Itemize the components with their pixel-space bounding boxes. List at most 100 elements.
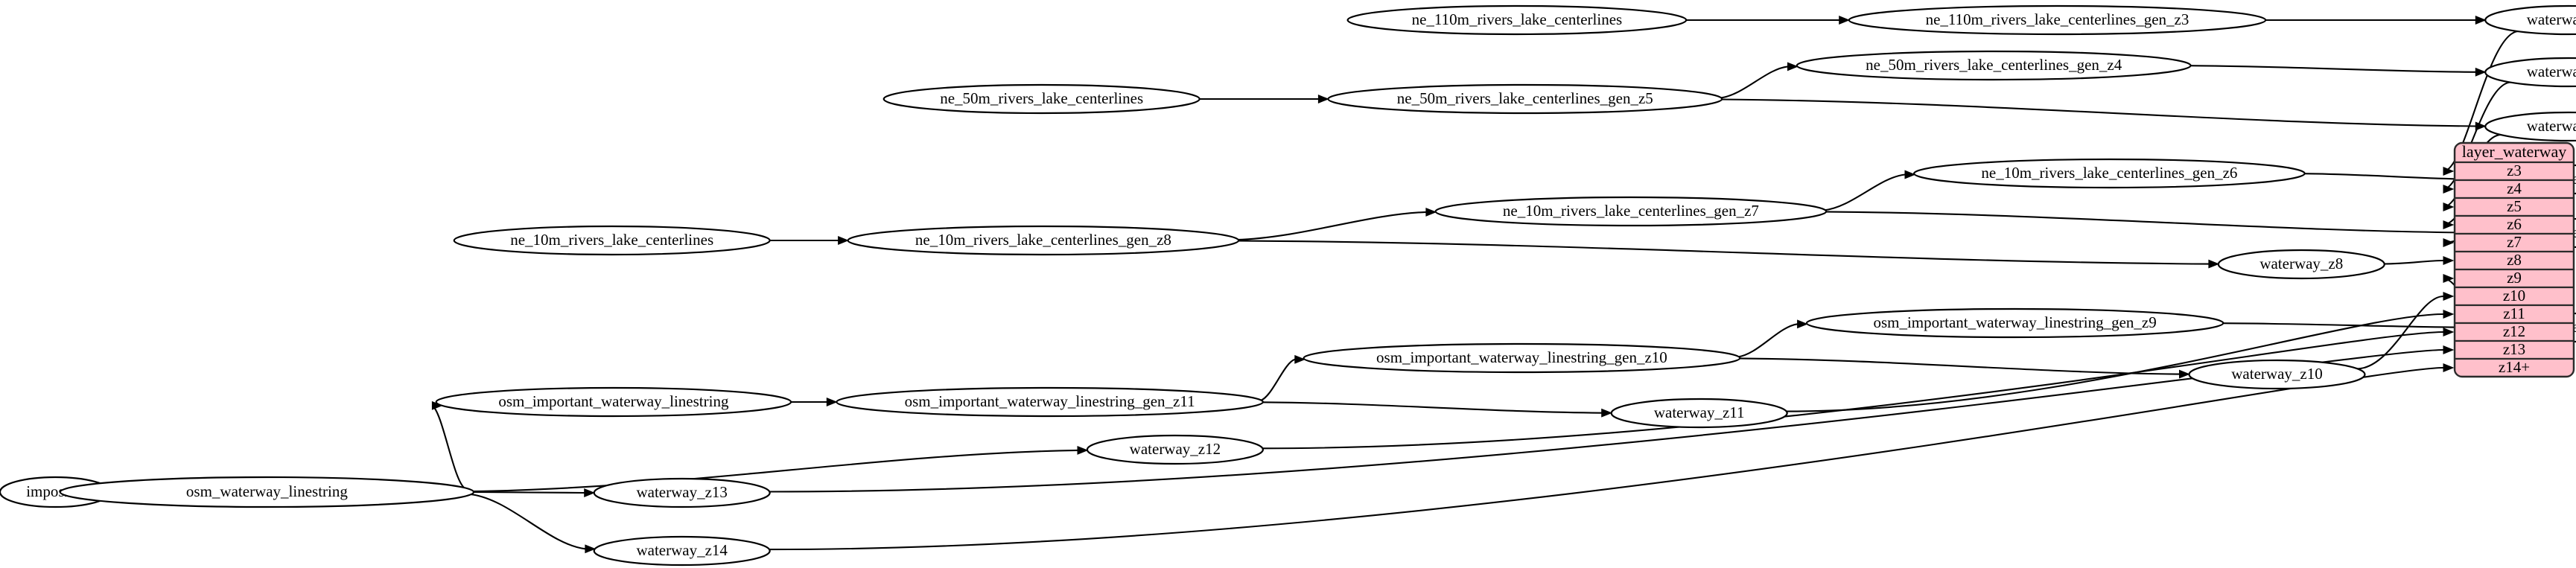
node-label: osm_important_waterway_linestring_gen_z1… xyxy=(1376,348,1667,366)
edge-arrow-icon xyxy=(1797,319,1808,329)
node-label: waterway_z5 xyxy=(2527,117,2576,135)
layer-waterway-table: layer_waterwayz3z4z5z6z7z8z9z10z11z12z13… xyxy=(2453,141,2575,378)
node-label: waterway_z14 xyxy=(636,541,728,559)
node-ellipse xyxy=(1434,196,1828,227)
layer-table-row-cell[interactable] xyxy=(2455,214,2574,235)
layer-table-row-label: z12 xyxy=(2503,322,2525,340)
edge-arrow-icon xyxy=(2443,220,2455,229)
layer-table-row-cell[interactable] xyxy=(2455,339,2574,360)
node-label: ne_10m_rivers_lake_centerlines xyxy=(510,231,713,249)
node-ellipse xyxy=(593,477,771,508)
graph-node-waterway_z14[interactable]: waterway_z14 xyxy=(593,535,771,567)
node-ellipse xyxy=(1303,342,1741,374)
node-ellipse xyxy=(435,386,792,418)
node-ellipse xyxy=(1086,434,1265,465)
node-label: waterway_z12 xyxy=(1130,440,1221,458)
graph-edge xyxy=(1785,313,2444,412)
edge-arrow-icon xyxy=(584,488,596,497)
edge-arrow-icon xyxy=(2443,256,2455,265)
node-label: waterway_z8 xyxy=(2259,255,2343,272)
graph-node-waterway_z10[interactable]: waterway_z10 xyxy=(2188,359,2366,390)
layer-table-outline xyxy=(2453,141,2575,378)
graph-edge xyxy=(1236,240,2209,265)
graph-edge xyxy=(1737,357,2180,375)
node-ellipse xyxy=(2188,359,2366,390)
graph-node-osm_important_waterway_linestring_gen_z11[interactable]: osm_important_waterway_linestring_gen_z1… xyxy=(836,386,1265,418)
node-ellipse xyxy=(2484,111,2576,142)
graph-node-ne_50m_rivers_lake_centerlines[interactable]: ne_50m_rivers_lake_centerlines xyxy=(882,83,1200,115)
layer-table-row-cell[interactable] xyxy=(2455,357,2574,377)
layer-table-row-label: z8 xyxy=(2507,251,2522,269)
node-label: ne_10m_rivers_lake_centerlines_gen_z7 xyxy=(1503,202,1759,220)
graph-edge xyxy=(1823,173,1906,211)
node-label: osm_important_waterway_linestring xyxy=(498,392,729,410)
graph-edge xyxy=(469,493,586,550)
node-ellipse xyxy=(882,83,1200,115)
layer-table-row-label: z11 xyxy=(2503,304,2525,322)
graph-edge xyxy=(2356,295,2444,370)
graph-node-waterway_z11[interactable]: waterway_z11 xyxy=(1610,398,1788,429)
graph-node-waterway_z8[interactable]: waterway_z8 xyxy=(2217,249,2385,280)
graph-node-ne_10m_rivers_lake_centerlines_gen_z6[interactable]: ne_10m_rivers_lake_centerlines_gen_z6 xyxy=(1912,158,2306,189)
graph-node-osm_important_waterway_linestring_gen_z10[interactable]: osm_important_waterway_linestring_gen_z1… xyxy=(1303,342,1741,374)
edge-arrow-icon xyxy=(1317,95,1329,103)
graph-edge xyxy=(1262,331,2444,450)
node-ellipse xyxy=(2484,4,2576,36)
graph-node-osm_waterway_linestring[interactable]: osm_waterway_linestring xyxy=(59,476,475,508)
edge-arrow-icon xyxy=(585,544,597,554)
node-label: waterway_z3 xyxy=(2527,10,2576,28)
node-label: ne_10m_rivers_lake_centerlines_gen_z6 xyxy=(1981,164,2237,182)
graph-node-waterway_z13[interactable]: waterway_z13 xyxy=(593,477,771,508)
graph-node-ne_10m_rivers_lake_centerlines_gen_z7[interactable]: ne_10m_rivers_lake_centerlines_gen_z7 xyxy=(1434,196,1828,227)
graph-node-waterway_z12[interactable]: waterway_z12 xyxy=(1086,434,1265,465)
node-label: ne_50m_rivers_lake_centerlines_gen_z4 xyxy=(1866,56,2122,74)
layer-table-row-label: z6 xyxy=(2507,215,2522,233)
graph-node-ne_10m_rivers_lake_centerlines_gen_z8[interactable]: ne_10m_rivers_lake_centerlines_gen_z8 xyxy=(847,225,1240,256)
node-label: ne_110m_rivers_lake_centerlines xyxy=(1412,10,1623,28)
graph-node-ne_50m_rivers_lake_centerlines_gen_z5[interactable]: ne_50m_rivers_lake_centerlines_gen_z5 xyxy=(1327,83,1723,115)
node-label: waterway_z13 xyxy=(636,483,727,501)
edge-arrow-icon xyxy=(2443,328,2455,336)
edge-arrow-icon xyxy=(2208,259,2220,269)
edge-arrow-icon xyxy=(2475,16,2487,25)
node-label: osm_waterway_linestring xyxy=(186,482,348,500)
node-label: osm_important_waterway_linestring_gen_z9 xyxy=(1873,313,2156,331)
graph-edge xyxy=(431,404,466,489)
graph-node-ne_50m_rivers_lake_centerlines_gen_z4[interactable]: ne_50m_rivers_lake_centerlines_gen_z4 xyxy=(1796,50,2192,81)
graph-node-ne_110m_rivers_lake_centerlines[interactable]: ne_110m_rivers_lake_centerlines xyxy=(1346,4,1688,36)
graph-edge xyxy=(471,491,585,494)
node-ellipse xyxy=(847,225,1240,256)
node-ellipse xyxy=(1327,83,1723,115)
edge-arrow-icon xyxy=(2475,67,2487,77)
node-label: osm_important_waterway_linestring_gen_z1… xyxy=(905,392,1195,410)
graph-node-ne_110m_rivers_lake_centerlines_gen_z3[interactable]: ne_110m_rivers_lake_centerlines_gen_z3 xyxy=(1848,4,2267,36)
node-ellipse xyxy=(1796,50,2192,81)
graph-node-waterway_z4[interactable]: waterway_z4 xyxy=(2484,57,2576,88)
graph-node-osm_important_waterway_linestring[interactable]: osm_important_waterway_linestring xyxy=(435,386,792,418)
layer-table-row-label: z7 xyxy=(2507,233,2522,251)
graph-edge xyxy=(2443,81,2511,191)
layer-table-row-cell[interactable] xyxy=(2455,322,2574,342)
edge-arrow-icon xyxy=(2443,238,2455,247)
graph-edge xyxy=(1236,211,1426,241)
graph-node-ne_10m_rivers_lake_centerlines[interactable]: ne_10m_rivers_lake_centerlines xyxy=(453,225,771,256)
graph-node-osm_important_waterway_linestring_gen_z9[interactable]: osm_important_waterway_linestring_gen_z9 xyxy=(1805,307,2224,339)
node-label: ne_110m_rivers_lake_centerlines_gen_z3 xyxy=(1926,10,2189,28)
layer-table-row-cell[interactable] xyxy=(2455,179,2574,200)
node-label: waterway_z10 xyxy=(2231,365,2322,383)
edge-arrow-icon xyxy=(2443,310,2455,319)
edge-layer xyxy=(50,16,2519,554)
graph-node-waterway_z5[interactable]: waterway_z5 xyxy=(2484,111,2576,142)
edge-arrow-icon xyxy=(1601,408,1613,418)
layer-table-row-label: z13 xyxy=(2503,340,2525,358)
layer-table-row-cell[interactable] xyxy=(2455,232,2574,253)
graph-edge xyxy=(1719,66,1788,99)
edge-arrow-icon xyxy=(838,236,849,245)
node-ellipse xyxy=(59,476,475,508)
node-ellipse xyxy=(593,535,771,567)
node-ellipse xyxy=(1805,307,2224,339)
node-ellipse xyxy=(1912,158,2306,189)
graph-node-waterway_z3[interactable]: waterway_z3 xyxy=(2484,4,2576,36)
